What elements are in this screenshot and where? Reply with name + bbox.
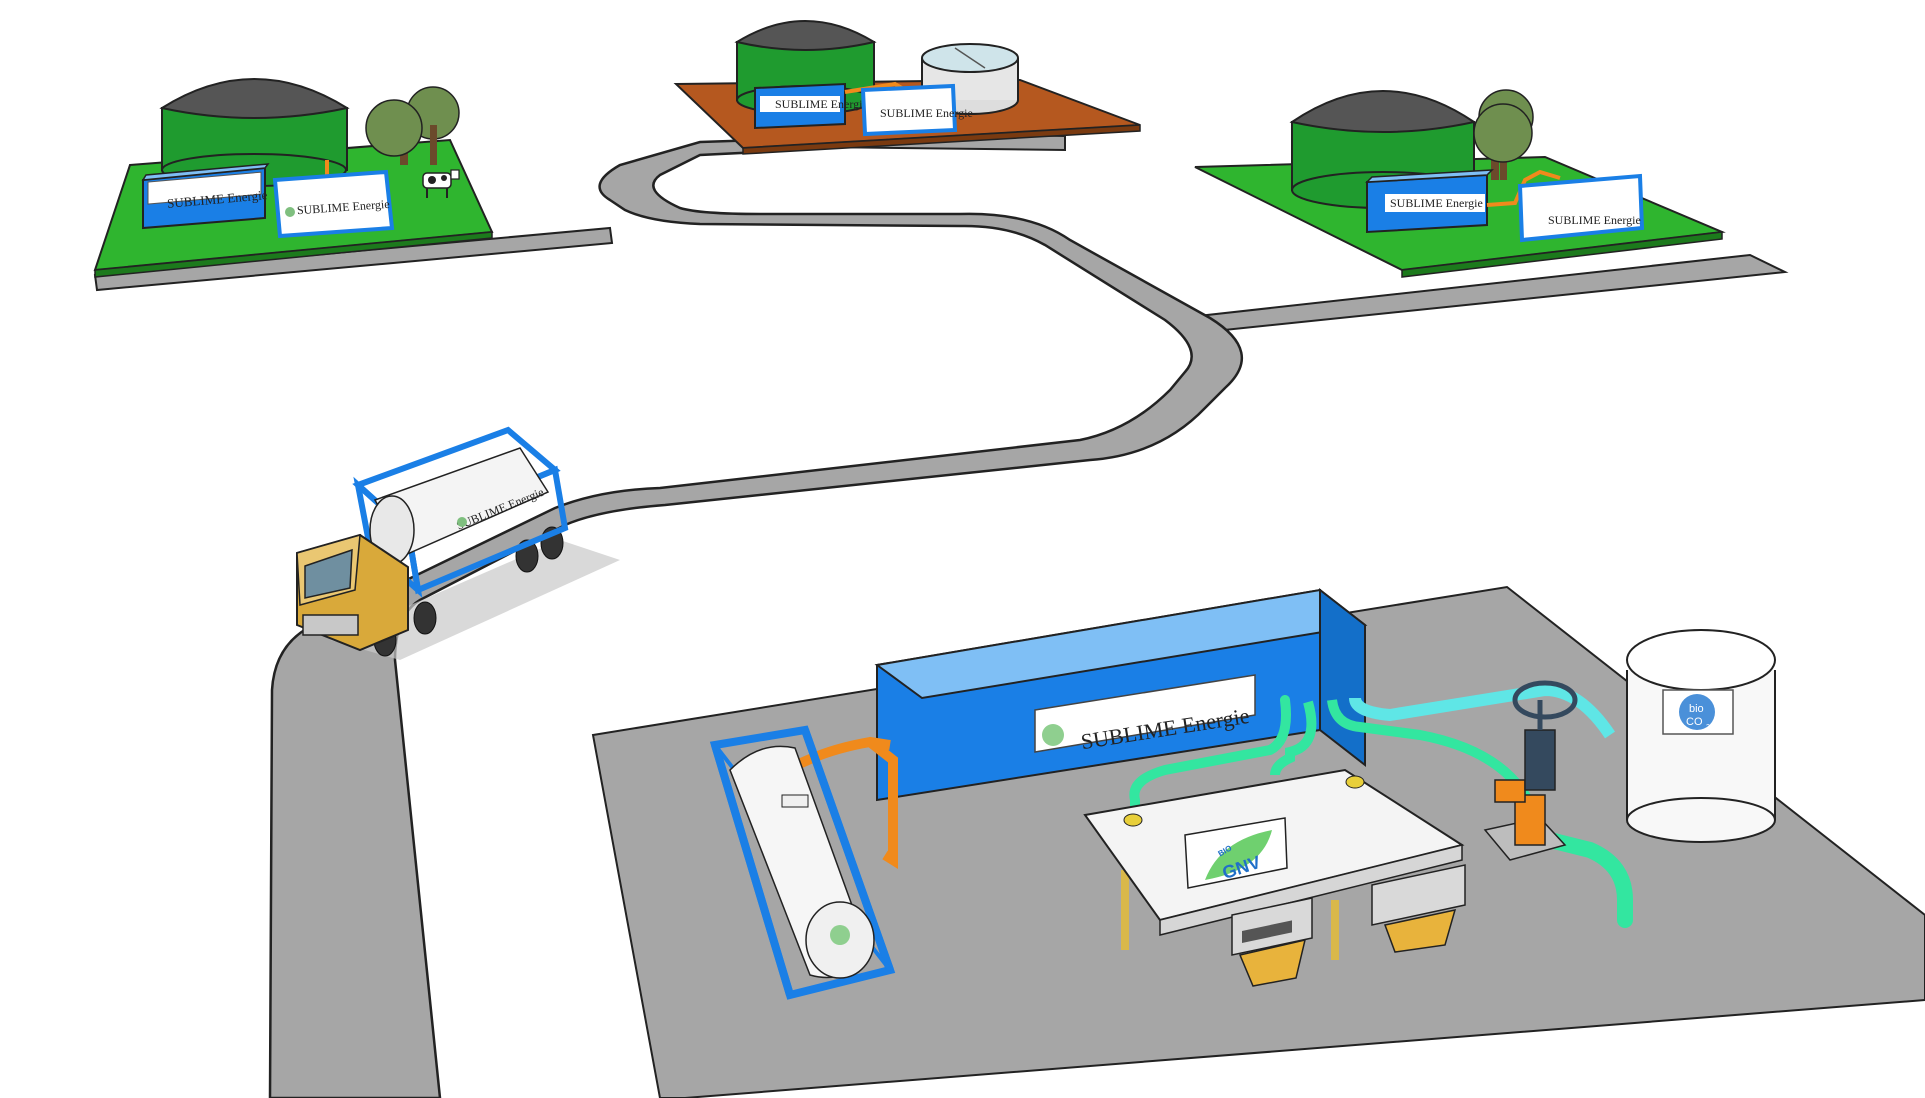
farm-right-ground-edge [1401, 231, 1723, 278]
gnv-sign: BIO GNV [1184, 817, 1288, 889]
pipe-green-3 [1327, 699, 1533, 803]
tank-logo-icon [830, 925, 850, 945]
canopy-light-1 [1123, 813, 1143, 827]
tank-manhole [781, 794, 809, 808]
container-right-1: SUBLIME Energie [1365, 169, 1494, 234]
iso-tank-station [709, 725, 896, 1000]
co2-label-sub: 2 [1706, 724, 1710, 731]
farm-left: SUBLIME Energie SUBLIME Energie [93, 78, 494, 278]
pipe-green-1 [1129, 695, 1291, 820]
container-top-1-label: SUBLIME Energie [775, 97, 868, 111]
co2-tank: bio CO 2 [1626, 629, 1776, 843]
iso-tank-right-label: SUBLIME Energie [1548, 213, 1641, 227]
pipe-green-2 [1270, 700, 1317, 776]
container-left-1: SUBLIME Energie [141, 163, 270, 230]
valve-handwheel-icon [1512, 680, 1578, 720]
iso-tank-right: SUBLIME Energie [1517, 173, 1645, 243]
leaf-icon [1205, 830, 1272, 880]
container-top-1: SUBLIME Energie [754, 82, 868, 130]
pipe-right [1486, 169, 1561, 207]
truck: SUBLIME Energie [296, 426, 620, 660]
iso-tank-left-label: SUBLIME Energie [296, 197, 390, 217]
station: SUBLIME Energie [591, 585, 1925, 1098]
truck-cab [296, 533, 409, 652]
cow-icon [422, 169, 460, 198]
pipe-green-main [1542, 832, 1633, 928]
road-main [268, 138, 1243, 1098]
canopy: BIO GNV [1083, 768, 1465, 960]
pipe-orange-station [784, 736, 898, 870]
trees-left [365, 86, 460, 165]
dispenser-1 [1231, 897, 1313, 987]
trees-right [1473, 89, 1534, 180]
container-station: SUBLIME Energie [874, 587, 1368, 802]
plant-top: SUBLIME Energie SUBLIME Energie [673, 20, 1141, 155]
iso-tank-top-label: SUBLIME Energie [880, 106, 973, 120]
container-right-1-label: SUBLIME Energie [1390, 196, 1483, 210]
truck-bumper [302, 614, 359, 636]
iso-tank-left: SUBLIME Energie [272, 169, 395, 239]
pipe-cyan [1349, 683, 1615, 739]
brand-logo-icon [1042, 724, 1064, 746]
valve [1483, 680, 1578, 861]
co2-label-bottom: CO [1686, 716, 1703, 728]
canopy-light-2 [1345, 775, 1365, 789]
iso-tank-top: SUBLIME Energie [860, 83, 973, 137]
farm-left-ground-edge [94, 231, 493, 278]
dispenser-2 [1371, 864, 1466, 953]
plant-top-ground-edge [742, 124, 1141, 155]
co2-label-top: bio [1689, 703, 1704, 715]
station-pipes [784, 683, 1633, 928]
co2-badge [1679, 694, 1715, 730]
farm-right: SUBLIME Energie SUBLIME Energie [1194, 89, 1726, 278]
